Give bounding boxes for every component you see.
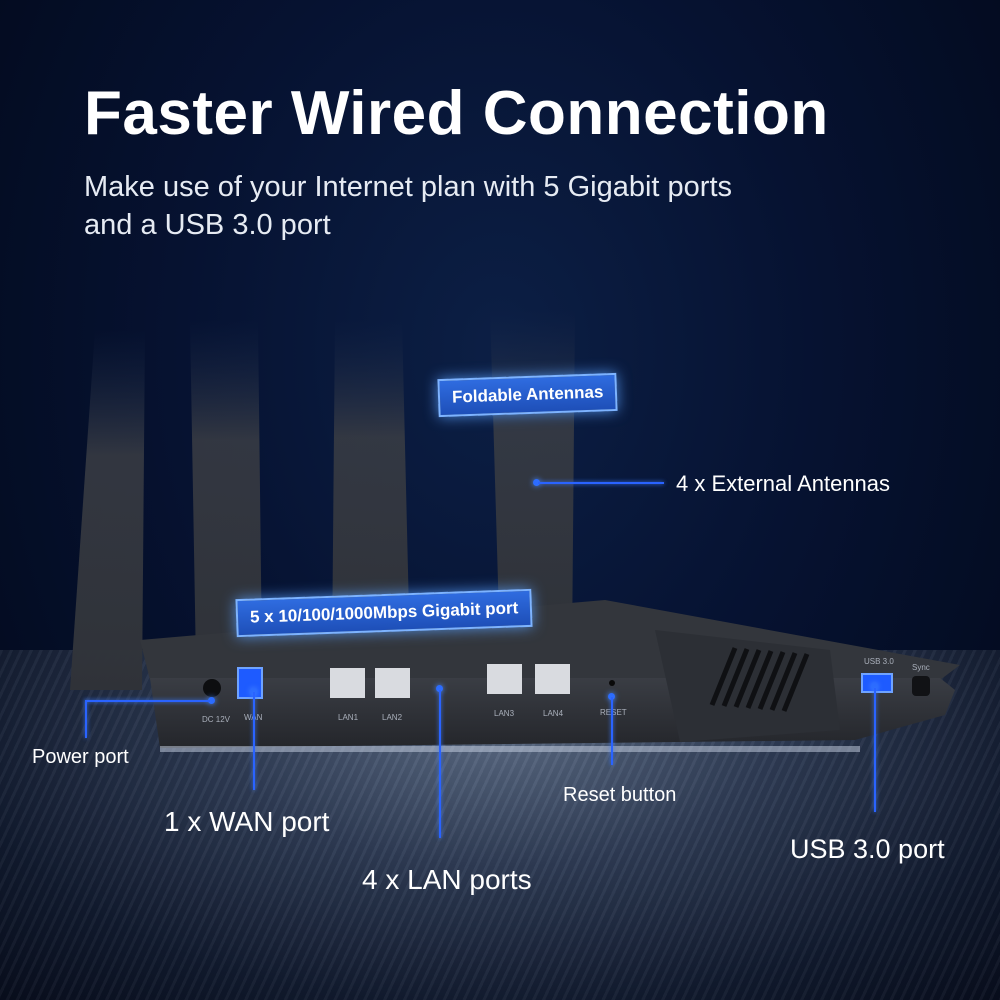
usb-leader-line bbox=[874, 688, 876, 812]
marking-lan2: LAN2 bbox=[382, 713, 403, 722]
antenna-1 bbox=[70, 330, 145, 690]
reset-leader-dot bbox=[608, 693, 615, 700]
marking-reset: RESET bbox=[600, 708, 627, 717]
lan2-port bbox=[375, 668, 410, 698]
lan3-port bbox=[487, 664, 522, 694]
marking-usb: USB 3.0 bbox=[864, 657, 894, 666]
usb-leader-dot bbox=[871, 683, 878, 690]
reset-leader-line bbox=[611, 697, 613, 765]
marking-sync: Sync bbox=[912, 663, 930, 672]
usb-port bbox=[861, 673, 893, 693]
page-title: Faster Wired Connection bbox=[84, 79, 829, 148]
lan4-port bbox=[535, 664, 570, 694]
wan-leader-dot bbox=[250, 688, 257, 695]
antenna-2 bbox=[190, 320, 262, 665]
external-antennas-label: 4 x External Antennas bbox=[676, 471, 891, 496]
power-port bbox=[203, 679, 221, 697]
lan-ports-label: 4 x LAN ports bbox=[362, 864, 532, 895]
marking-dc: DC 12V bbox=[202, 715, 231, 724]
antenna-leader-line bbox=[538, 482, 664, 484]
reset-hole bbox=[609, 680, 615, 686]
sync-button bbox=[912, 676, 930, 696]
power-leader-dot bbox=[208, 697, 215, 704]
router-base-glow bbox=[160, 746, 860, 752]
antenna-leader-dot bbox=[533, 479, 540, 486]
page-subtitle: Make use of your Internet plan with 5 Gi… bbox=[84, 171, 733, 241]
reset-button-label: Reset button bbox=[563, 784, 677, 806]
wan-leader-line bbox=[253, 692, 255, 790]
power-leader-hline bbox=[85, 700, 210, 702]
usb-port-label: USB 3.0 port bbox=[790, 834, 945, 864]
foldable-antennas-callout: Foldable Antennas bbox=[437, 372, 619, 418]
lan1-port bbox=[330, 668, 365, 698]
lan-leader-dot bbox=[436, 685, 443, 692]
wan-port-label: 1 x WAN port bbox=[164, 806, 330, 837]
marking-lan3: LAN3 bbox=[494, 709, 515, 718]
antenna-3 bbox=[332, 320, 410, 655]
vent-grille bbox=[709, 647, 810, 712]
power-port-label: Power port bbox=[32, 746, 129, 768]
power-leader-vline bbox=[85, 700, 87, 738]
marking-lan1: LAN1 bbox=[338, 713, 359, 722]
marking-lan4: LAN4 bbox=[543, 709, 564, 718]
lan-leader-line bbox=[439, 690, 441, 838]
